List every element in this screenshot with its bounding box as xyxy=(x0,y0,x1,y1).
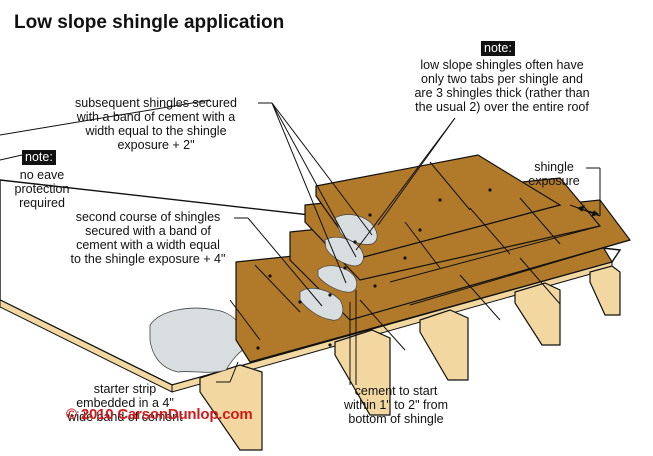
roof-left-edge xyxy=(0,99,211,136)
note-eave-text: no eave protection required xyxy=(14,168,70,210)
copyright-watermark: © 2010 CarsonDunlop.com xyxy=(66,406,253,423)
shingle-tab-lines xyxy=(229,161,631,351)
note-badge-tabs: note: xyxy=(481,41,515,56)
exposure-arrow xyxy=(576,205,600,217)
diagram-title: Low slope shingle application xyxy=(14,12,285,33)
starter-cement xyxy=(149,307,251,373)
label-starter-strip: starter strip embedded in a 4" wide band… xyxy=(67,382,183,424)
note-badge-eave: note: xyxy=(22,150,56,165)
label-second-course: second course of shingles secured with a… xyxy=(70,210,226,266)
roof-left-edge-2 xyxy=(0,154,23,161)
note-tabs-text: low slope shingles often have only two t… xyxy=(414,58,590,114)
leader-lines xyxy=(216,102,601,385)
nails xyxy=(256,188,492,350)
rafters xyxy=(199,265,621,451)
label-subsequent-shingles: subsequent shingles secured with a band … xyxy=(75,96,237,152)
label-shingle-exposure: shingle exposure xyxy=(528,160,580,188)
label-cement-start: cement to start within 1" to 2" from bot… xyxy=(343,384,449,426)
